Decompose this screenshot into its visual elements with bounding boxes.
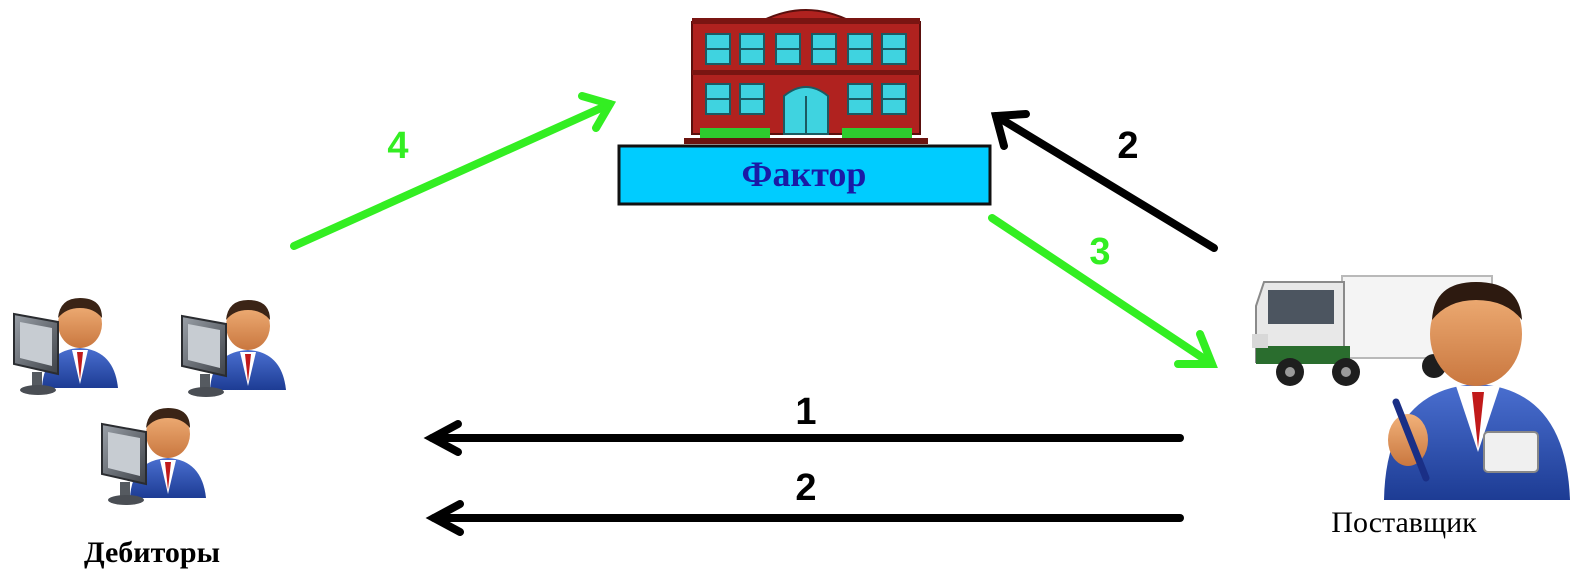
factor-box bbox=[617, 144, 992, 206]
step-label-3: 3 bbox=[1089, 231, 1110, 273]
arrow-supplier-to-debtors-1 bbox=[423, 420, 1184, 456]
bank-building-icon bbox=[684, 9, 928, 144]
factor-label: Фактор bbox=[742, 154, 867, 194]
person-at-computer-icon bbox=[181, 299, 287, 398]
arrow-factor-to-supplier bbox=[988, 214, 1218, 368]
step-label-4: 4 bbox=[387, 125, 408, 167]
debtors-group bbox=[13, 297, 287, 506]
step-label-1: 1 bbox=[795, 391, 816, 433]
arrow-supplier-to-debtors-2 bbox=[425, 500, 1184, 536]
person-at-computer-icon bbox=[101, 407, 207, 506]
person-at-computer-icon bbox=[13, 297, 119, 396]
debtors-label: Дебиторы bbox=[84, 536, 220, 569]
arrow-debtors-to-factor bbox=[290, 92, 617, 250]
step-label-2-bottom: 2 bbox=[795, 467, 816, 509]
supplier-label: Поставщик bbox=[1331, 506, 1477, 539]
arrow-supplier-to-factor bbox=[990, 110, 1218, 252]
businessman-with-truck-icon bbox=[1252, 275, 1570, 500]
step-label-2-top: 2 bbox=[1117, 125, 1138, 167]
